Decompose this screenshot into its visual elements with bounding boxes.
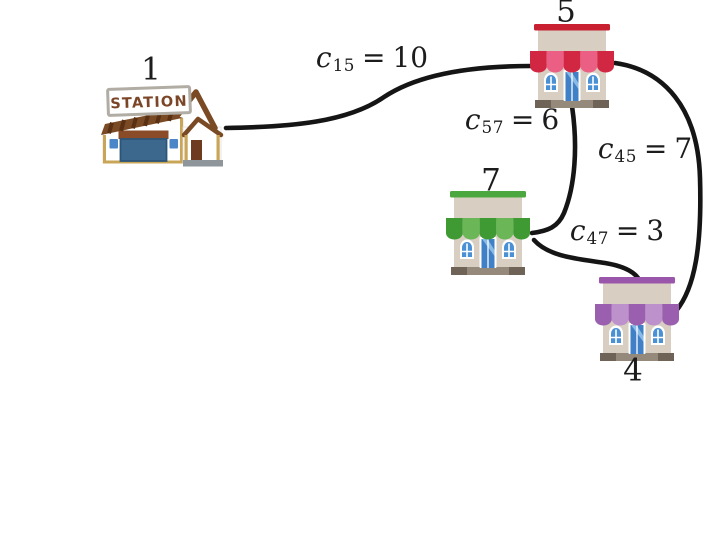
node-label-5: 5 (556, 0, 576, 30)
edge-c57-value: 6 (541, 103, 560, 137)
station-porch-door-icon (191, 140, 202, 163)
edge-label-c15: c15 =10 (316, 44, 428, 74)
edge-c15-path (223, 63, 534, 131)
edge-c57-eq: = (510, 103, 535, 137)
node-label-1: 1 (141, 51, 161, 88)
edge-c45-sub: 45 (614, 146, 637, 167)
shop-4-node (592, 277, 682, 361)
shop-icon-green (443, 191, 533, 275)
edge-c47-eq: = (615, 214, 640, 248)
edge-c45-eq: = (643, 132, 668, 166)
edge-c57-path (529, 103, 578, 236)
station-window-icon (109, 139, 118, 149)
edge-c45-value: 7 (674, 132, 693, 166)
edge-label-c47: c47 =3 (570, 217, 664, 247)
edge-c45-path (612, 60, 703, 314)
shop-icon-purple (592, 277, 682, 361)
node-label-4: 4 (623, 352, 643, 389)
station-sign: STATION (106, 85, 192, 117)
edge-c15-var: c (315, 41, 332, 75)
edge-c15-value: 10 (392, 41, 429, 75)
station-window-icon (169, 139, 178, 149)
shop-7-node (443, 191, 533, 275)
edge-label-c45: c45 =7 (598, 135, 692, 165)
edge-c57-sub: 57 (481, 117, 504, 138)
shop-5-node (527, 24, 617, 108)
edge-c47-value: 3 (646, 214, 665, 248)
station-sign-text: STATION (110, 94, 188, 113)
edge-c45-var: c (597, 132, 614, 166)
edge-label-c57: c57 =6 (465, 106, 559, 136)
station-garage-door-icon (119, 138, 168, 162)
node-label-7: 7 (481, 162, 501, 199)
edge-c15-sub: 15 (332, 55, 355, 76)
shop-icon-red (527, 24, 617, 108)
edge-c15-eq: = (361, 41, 386, 75)
edge-c57-var: c (464, 103, 481, 137)
station-icon: STATION (101, 85, 224, 167)
edge-c47-sub: 47 (586, 228, 609, 249)
edge-c47-var: c (569, 214, 586, 248)
edge-c47-path (531, 237, 641, 281)
station-node: STATION (99, 84, 231, 168)
